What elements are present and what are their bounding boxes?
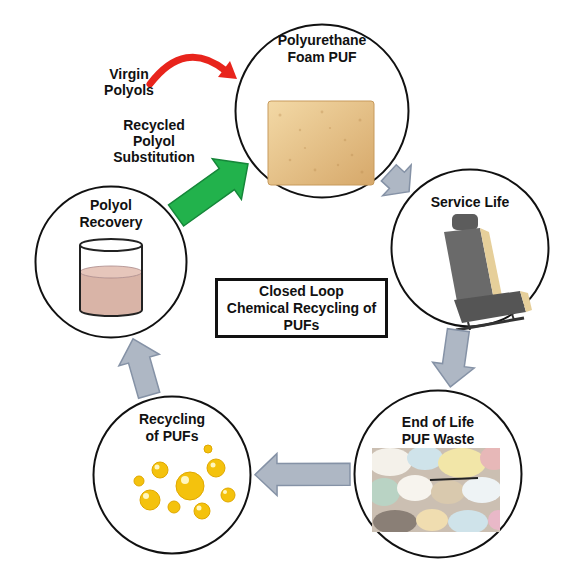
seat-foam-side <box>520 291 532 312</box>
title-box: Closed Loop Chemical Recycling of PUFs <box>215 278 388 338</box>
edge-label: Recycled Polyol Substitution <box>104 117 204 165</box>
waste-strap <box>430 478 478 480</box>
seat-foam-side <box>480 228 502 300</box>
liquid-surface <box>80 266 142 278</box>
flow-arrow <box>168 159 248 226</box>
bubbles-illustration <box>134 445 235 519</box>
waste-piece <box>462 477 500 503</box>
waste-piece <box>372 448 412 476</box>
bubble <box>134 476 144 486</box>
annotation-label: Virgin Polyols <box>98 66 160 98</box>
bubble <box>152 462 168 478</box>
node-label: Closed Loop Chemical Recycling of PUFs <box>227 283 377 334</box>
foam-block <box>268 101 374 185</box>
stage-circle: Service Life <box>390 168 550 328</box>
circle-shape <box>94 397 251 554</box>
bubble <box>140 490 160 510</box>
foam-illustration <box>268 101 374 185</box>
node-label: Polyurethane Foam PUF <box>272 32 372 66</box>
waste-piece <box>488 510 500 530</box>
beaker-outline <box>80 245 142 316</box>
node-label: Polyol Recovery <box>71 197 151 231</box>
waste-background <box>372 448 500 532</box>
node-label: End of Life PUF Waste <box>391 414 486 448</box>
seat-rail <box>456 318 524 330</box>
bubble-highlights <box>143 463 227 511</box>
waste-piece <box>372 478 400 506</box>
beaker-illustration <box>80 239 142 316</box>
node-label: Recycling of PUFs <box>132 411 212 445</box>
red-arrow-shaft <box>150 57 226 84</box>
bubble <box>221 488 235 502</box>
beaker-rim <box>80 239 142 251</box>
flow-arrow <box>119 339 160 398</box>
seat-cushion <box>454 291 526 323</box>
stage-circle: Polyurethane Foam PUF <box>234 23 410 199</box>
waste-piece <box>373 510 417 532</box>
waste-piece <box>397 475 433 501</box>
bubble <box>204 445 212 453</box>
waste-illustration <box>372 448 500 532</box>
waste-piece <box>480 448 500 470</box>
circle-shape <box>236 25 409 198</box>
seat-back <box>444 228 494 307</box>
flow-arrow <box>255 454 350 496</box>
seat-rail <box>512 314 514 320</box>
waste-piece <box>416 509 448 531</box>
red-arrow-head <box>218 61 237 79</box>
waste-piece <box>431 480 465 504</box>
polyol-liquid <box>80 272 142 316</box>
seat-rail <box>468 322 470 330</box>
circle-shape <box>392 170 549 327</box>
bubble <box>194 503 210 519</box>
seat-illustration <box>444 214 532 330</box>
foam-texture <box>279 111 364 174</box>
waste-piece <box>448 510 488 532</box>
stage-circle: End of Life PUF Waste <box>353 389 523 559</box>
circle-shape <box>36 187 187 338</box>
circle-outline <box>390 168 550 328</box>
waste-piece <box>438 448 486 478</box>
bubble <box>207 459 225 477</box>
flow-arrow <box>433 329 475 387</box>
circle-shape <box>355 391 522 558</box>
stage-circle: Polyol Recovery <box>34 185 188 339</box>
bubble <box>168 501 180 513</box>
flow-arrow <box>381 165 411 196</box>
stage-circle: Recycling of PUFs <box>92 395 252 555</box>
bubble <box>176 472 204 500</box>
virgin-polyol-arrow <box>150 57 237 84</box>
waste-piece <box>407 448 443 470</box>
node-label: Service Life <box>415 194 525 211</box>
seat-headrest <box>452 214 478 230</box>
